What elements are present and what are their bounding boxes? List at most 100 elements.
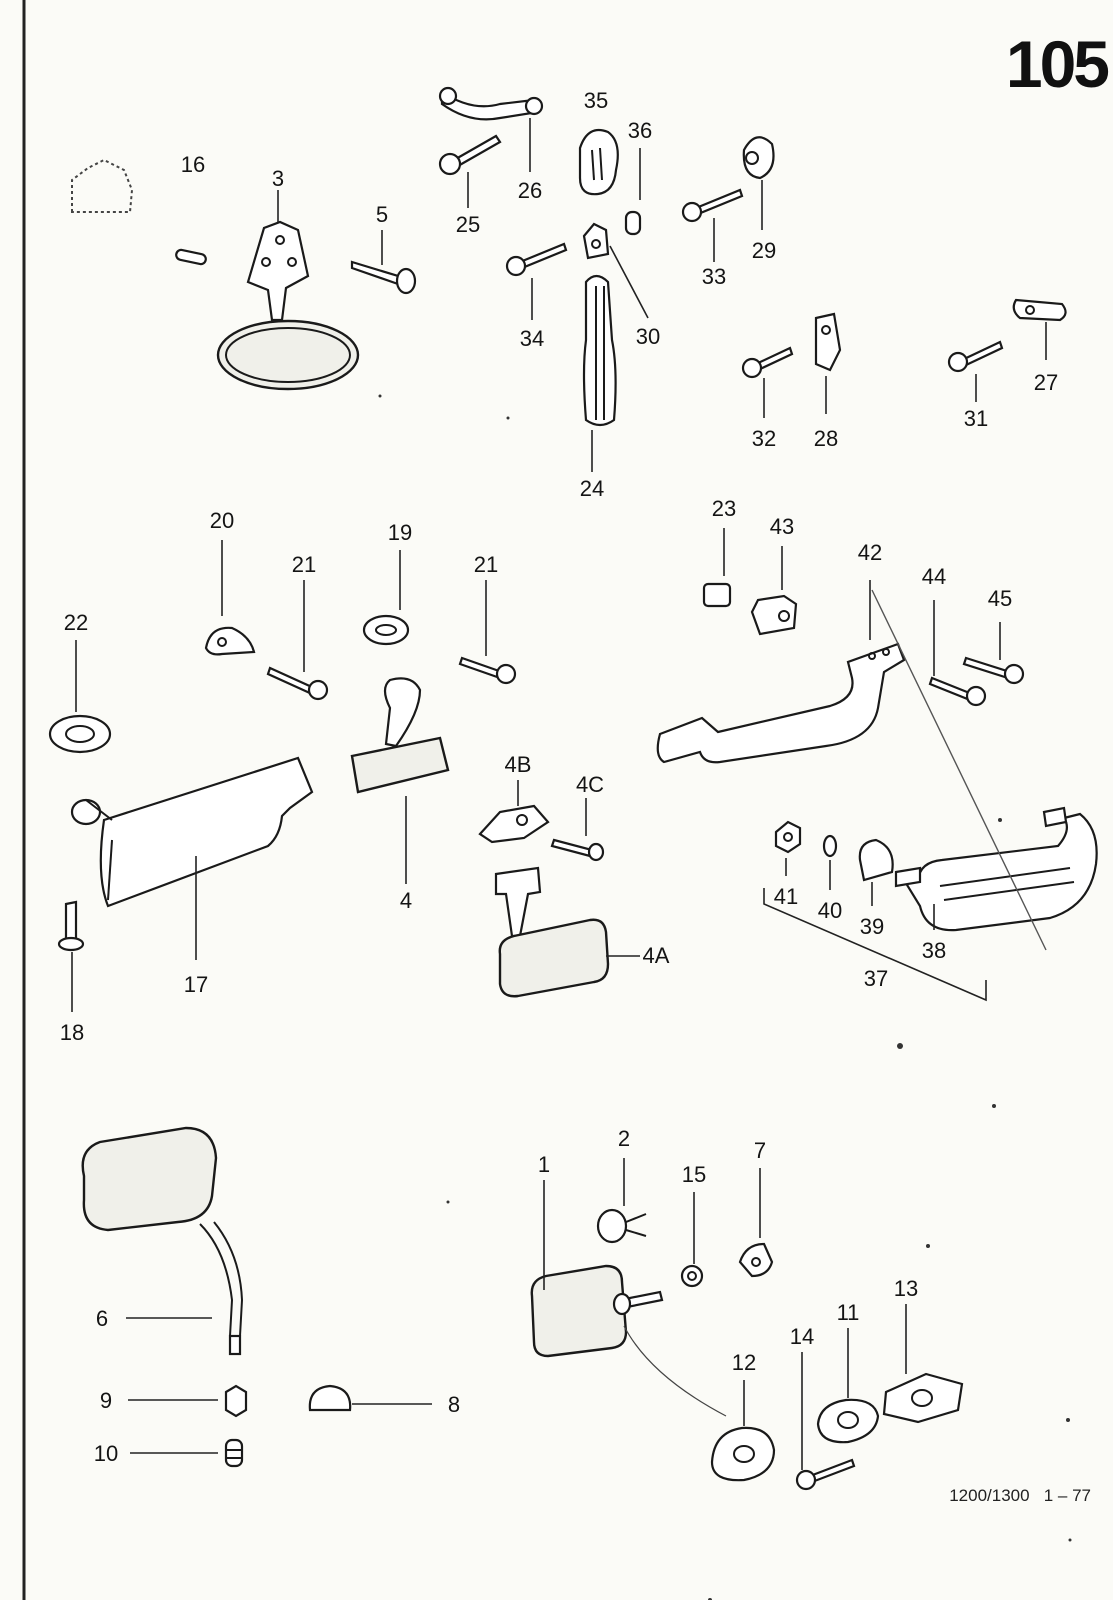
part-interior-mirror-4 xyxy=(350,677,450,794)
part-cap-23 xyxy=(702,582,732,608)
part-clip-2 xyxy=(596,1208,647,1244)
part-bracket-29 xyxy=(742,136,775,180)
page-number: 105 xyxy=(1005,27,1110,101)
callout-7: 7 xyxy=(754,1138,766,1163)
part-screw-34 xyxy=(505,242,568,277)
part-grab-handle-38 xyxy=(894,806,1098,932)
callout-12: 12 xyxy=(732,1350,756,1375)
part-cap-35 xyxy=(578,128,619,196)
part-screw-31 xyxy=(947,340,1004,373)
callout-21b: 21 xyxy=(474,552,498,577)
part-screw-33 xyxy=(681,188,744,223)
callout-18: 18 xyxy=(60,1020,84,1045)
callout-38: 38 xyxy=(922,938,946,963)
callout-42: 42 xyxy=(858,540,882,565)
part-washer-15 xyxy=(680,1264,704,1288)
part-clip-20 xyxy=(204,626,256,656)
part-nut-9 xyxy=(224,1384,248,1418)
part-screw-21a xyxy=(266,666,329,701)
part-screw-32 xyxy=(741,346,794,379)
part-grommet-19 xyxy=(362,614,410,646)
callout-13: 13 xyxy=(894,1276,918,1301)
callout-11: 11 xyxy=(837,1300,860,1325)
part-screw-21b xyxy=(458,656,517,685)
part-washer-40 xyxy=(822,834,838,858)
part-catch-30 xyxy=(582,222,610,260)
callout-4C: 4C xyxy=(576,772,604,797)
part-plate-13 xyxy=(882,1372,964,1424)
callout-20: 20 xyxy=(210,508,234,533)
callout-29: 29 xyxy=(752,238,776,263)
part-screw-4C xyxy=(550,838,605,862)
callout-16: 16 xyxy=(181,152,205,177)
callout-33: 33 xyxy=(702,264,726,289)
callout-37: 37 xyxy=(864,966,888,991)
callout-26: 26 xyxy=(518,178,542,203)
callout-41: 41 xyxy=(774,884,798,909)
callout-43: 43 xyxy=(770,514,794,539)
callout-9: 9 xyxy=(100,1388,112,1413)
part-gasket-11 xyxy=(816,1398,880,1444)
part-strap-26 xyxy=(438,86,544,121)
callout-5: 5 xyxy=(376,202,388,227)
callout-14: 14 xyxy=(790,1324,814,1349)
part-spring-10 xyxy=(224,1438,244,1468)
part-screw-25 xyxy=(438,134,502,176)
callout-30: 30 xyxy=(636,324,660,349)
part-bushing-7 xyxy=(738,1242,774,1278)
diagonal-reference-line xyxy=(871,589,1047,951)
callout-28: 28 xyxy=(814,426,838,451)
callout-3: 3 xyxy=(272,166,284,191)
part-exterior-mirror-6 xyxy=(81,1126,244,1356)
callout-23: 23 xyxy=(712,496,736,521)
callout-24: 24 xyxy=(580,476,604,501)
callout-39: 39 xyxy=(860,914,884,939)
callout-25: 25 xyxy=(456,212,480,237)
callout-17: 17 xyxy=(184,972,208,997)
dotted-clip-outline xyxy=(71,158,134,213)
callout-32: 32 xyxy=(752,426,776,451)
part-grab-handle-42 xyxy=(656,642,906,764)
part-screw-44 xyxy=(928,676,987,707)
callout-19: 19 xyxy=(388,520,412,545)
part-bracket-4B xyxy=(478,804,550,844)
callout-44: 44 xyxy=(922,564,946,589)
callout-8: 8 xyxy=(448,1392,460,1417)
part-interior-mirror-3 xyxy=(216,220,360,391)
callout-1: 1 xyxy=(538,1152,550,1177)
callout-40: 40 xyxy=(818,898,842,923)
part-interior-mirror-4A xyxy=(494,866,610,998)
part-nut-41 xyxy=(774,820,802,854)
part-clip-27 xyxy=(1012,298,1067,322)
part-latch-28 xyxy=(814,312,842,372)
part-cap-39 xyxy=(858,838,894,882)
callout-4: 4 xyxy=(400,888,412,913)
part-strap-24 xyxy=(582,274,617,427)
callout-31: 31 xyxy=(964,406,988,431)
callout-34: 34 xyxy=(520,326,544,351)
callout-4A: 4A xyxy=(643,943,670,968)
callout-22: 22 xyxy=(64,610,88,635)
part-screw-45 xyxy=(962,656,1025,685)
callout-2: 2 xyxy=(618,1126,630,1151)
callout-36: 36 xyxy=(628,118,652,143)
part-screw-18 xyxy=(57,900,85,952)
assembly-arrow xyxy=(623,1325,727,1417)
part-base-12 xyxy=(710,1426,776,1482)
callout-6: 6 xyxy=(96,1306,108,1331)
part-washer-22 xyxy=(48,714,112,754)
footer-model-date: 1200/1300 1 – 77 xyxy=(949,1486,1091,1505)
callout-27: 27 xyxy=(1034,370,1058,395)
part-screw-14 xyxy=(795,1458,856,1491)
part-clip-43 xyxy=(750,594,798,636)
part-sun-visor-17 xyxy=(70,756,314,908)
part-cap-nut-8 xyxy=(308,1384,352,1412)
part-exterior-mirror-1 xyxy=(530,1264,664,1358)
callout-4B: 4B xyxy=(505,752,532,777)
part-small-cap-36 xyxy=(624,210,642,236)
part-pin-16 xyxy=(175,248,207,266)
callout-10: 10 xyxy=(94,1441,118,1466)
part-screw-5 xyxy=(350,260,417,295)
